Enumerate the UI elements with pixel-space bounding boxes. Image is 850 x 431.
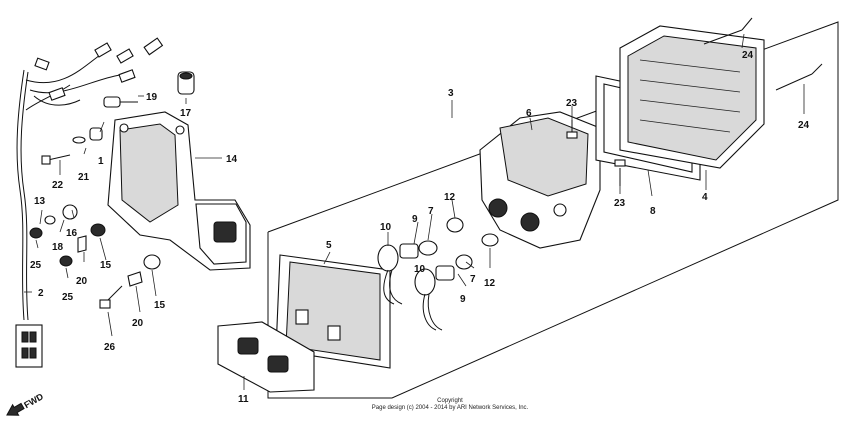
callout-7-top: 7 bbox=[428, 206, 434, 217]
callout-21: 21 bbox=[78, 172, 90, 183]
callout-20-bottom: 20 bbox=[132, 318, 144, 329]
callout-20-top: 20 bbox=[76, 276, 88, 287]
base-gasket bbox=[217, 321, 315, 393]
callout-10-top: 10 bbox=[380, 222, 392, 233]
callout-9-bottom: 9 bbox=[460, 294, 466, 305]
callout-23-bottom: 23 bbox=[614, 198, 626, 209]
callout-24-right: 24 bbox=[798, 120, 810, 131]
callout-5: 5 bbox=[326, 240, 332, 251]
fwd-label: FWD bbox=[22, 391, 45, 410]
copyright-line-1: Copyright bbox=[437, 398, 463, 404]
callout-10-bottom: 10 bbox=[414, 264, 426, 275]
callout-17: 17 bbox=[180, 108, 192, 119]
copyright-line-2: Page design (c) 2004 - 2014 by ARI Netwo… bbox=[371, 405, 529, 411]
leader-lines bbox=[24, 33, 805, 390]
fwd-arrow-icon: FWD bbox=[6, 391, 45, 416]
callout-25-top: 25 bbox=[30, 260, 42, 271]
callout-25-bottom: 25 bbox=[62, 292, 74, 303]
taillight-cover bbox=[619, 25, 765, 169]
callout-2: 2 bbox=[38, 288, 44, 299]
callout-6: 6 bbox=[526, 108, 532, 119]
callout-11: 11 bbox=[238, 394, 249, 405]
lens-plate bbox=[275, 254, 391, 369]
long-bolts bbox=[703, 17, 823, 91]
callout-13: 13 bbox=[34, 196, 46, 207]
copyright-notice: Copyright Page design (c) 2004 - 2014 by… bbox=[320, 398, 580, 412]
callout-7-bottom: 7 bbox=[470, 274, 476, 285]
callout-19: 19 bbox=[146, 92, 158, 103]
taillight-case bbox=[479, 111, 601, 249]
callout-1: 1 bbox=[98, 156, 104, 167]
sockets-bulbs bbox=[377, 217, 499, 331]
callout-23-top: 23 bbox=[566, 98, 578, 109]
callout-14: 14 bbox=[226, 154, 238, 165]
callout-22: 22 bbox=[52, 180, 64, 191]
callout-18: 18 bbox=[52, 242, 64, 253]
callout-12-top: 12 bbox=[444, 192, 456, 203]
small-hardware bbox=[29, 71, 195, 309]
callout-4: 4 bbox=[702, 192, 708, 203]
callout-12-bottom: 12 bbox=[484, 278, 496, 289]
callout-8: 8 bbox=[650, 206, 656, 217]
bracket-housing bbox=[107, 111, 251, 271]
callout-15-left: 15 bbox=[100, 260, 112, 271]
callout-3: 3 bbox=[448, 88, 454, 99]
callout-9-top: 9 bbox=[412, 214, 418, 225]
callout-16: 16 bbox=[66, 228, 78, 239]
screws bbox=[566, 120, 626, 186]
callout-26: 26 bbox=[104, 342, 116, 353]
wiring-harness bbox=[15, 37, 164, 368]
callout-24-top: 24 bbox=[742, 50, 754, 61]
callout-15-right: 15 bbox=[154, 300, 166, 311]
